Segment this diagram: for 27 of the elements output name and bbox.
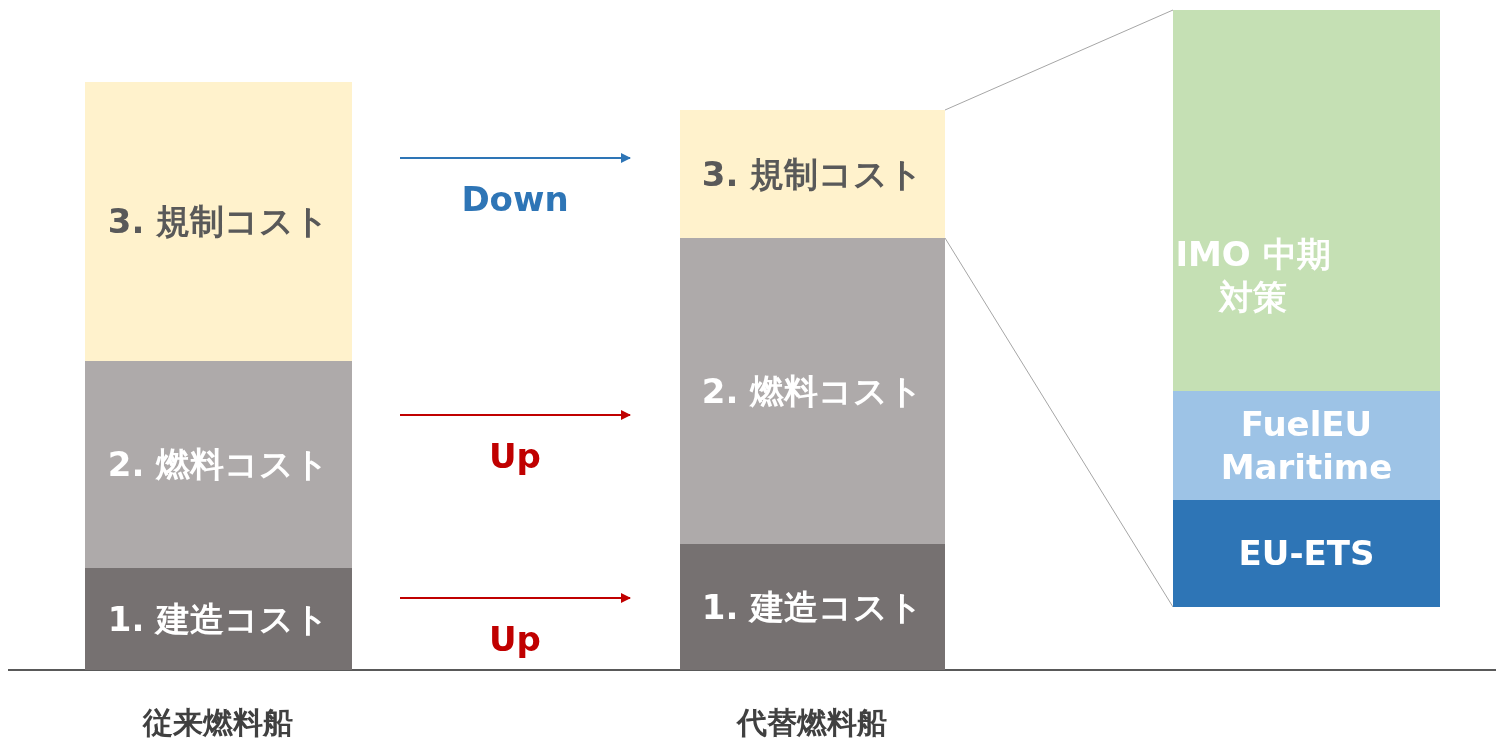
segment-label: 1. 建造コスト — [701, 585, 924, 629]
segment-label: 3. 規制コスト — [107, 200, 330, 243]
arrow — [399, 593, 631, 603]
segment-label: 3. 規制コスト — [701, 152, 924, 196]
cost-segment — [85, 361, 352, 568]
zoom-line — [944, 9, 1174, 111]
cost-segment — [85, 568, 352, 670]
cost-segment — [1173, 391, 1440, 500]
segment-label: FuelEU Maritime — [1219, 403, 1394, 488]
column-label: 代替燃料船 — [735, 704, 888, 741]
edge-label: Up — [488, 622, 542, 656]
arrow — [399, 410, 631, 420]
edge-label: Down — [460, 182, 570, 216]
cost-segment — [1173, 500, 1440, 607]
segment-label: EU-ETS — [1238, 532, 1375, 575]
cost-segment — [680, 544, 945, 670]
cost-segment — [680, 110, 945, 238]
segment-label: IMO 中期対策 — [1174, 233, 1332, 318]
segment-label: 2. 燃料コスト — [701, 369, 924, 413]
cost-segment — [85, 82, 352, 361]
column-label: 従来燃料船 — [141, 704, 294, 741]
segment-label: 2. 燃料コスト — [107, 443, 330, 486]
arrow — [399, 153, 631, 163]
cost-segment — [680, 238, 945, 544]
edge-label: Up — [488, 439, 542, 473]
cost-segment — [1173, 10, 1440, 391]
segment-label: 1. 建造コスト — [107, 597, 330, 641]
